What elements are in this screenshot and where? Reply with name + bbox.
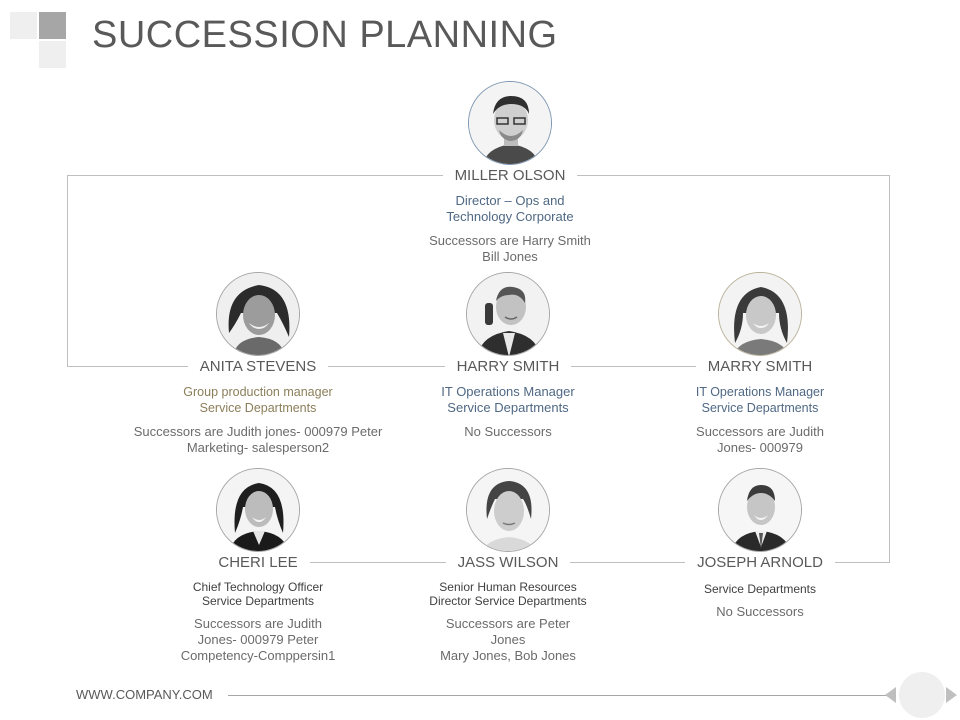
person-photo-icon	[468, 81, 552, 165]
footer-website: WWW.COMPANY.COM	[76, 687, 213, 702]
person-name: JOSEPH ARNOLD	[685, 554, 835, 571]
person-photo-icon	[718, 468, 802, 552]
connector-line	[889, 175, 890, 562]
person-successors: No Successors	[716, 604, 804, 619]
person-successors: Successors are Judith jones- 000979 Pete…	[133, 424, 383, 455]
person-name: CHERI LEE	[206, 554, 310, 571]
person-name: MARRY SMITH	[695, 358, 825, 375]
person-photo-icon	[216, 272, 300, 356]
page-title: SUCCESSION PLANNING	[92, 14, 558, 56]
person-role: Service Departments	[703, 582, 817, 596]
footer-divider	[228, 695, 888, 696]
connector-line	[258, 562, 890, 563]
person-photo-icon	[718, 272, 802, 356]
person-name: HARRY SMITH	[444, 358, 572, 375]
person-card-joseph-arnold: JOSEPH ARNOLD Service Departments No Suc…	[620, 468, 900, 620]
connector-line	[67, 175, 68, 367]
arrow-left-icon[interactable]	[882, 685, 898, 710]
person-name: JASS WILSON	[445, 554, 571, 571]
nav-circle	[899, 672, 945, 718]
person-photo-icon	[216, 468, 300, 552]
person-name: ANITA STEVENS	[187, 358, 329, 375]
connector-line	[67, 366, 812, 367]
arrow-right-icon[interactable]	[944, 685, 960, 710]
person-name: MILLER OLSON	[442, 167, 578, 184]
person-photo-icon	[466, 468, 550, 552]
corner-decoration	[0, 0, 70, 70]
person-photo-icon	[466, 272, 550, 356]
person-successors: No Successors	[464, 424, 552, 439]
